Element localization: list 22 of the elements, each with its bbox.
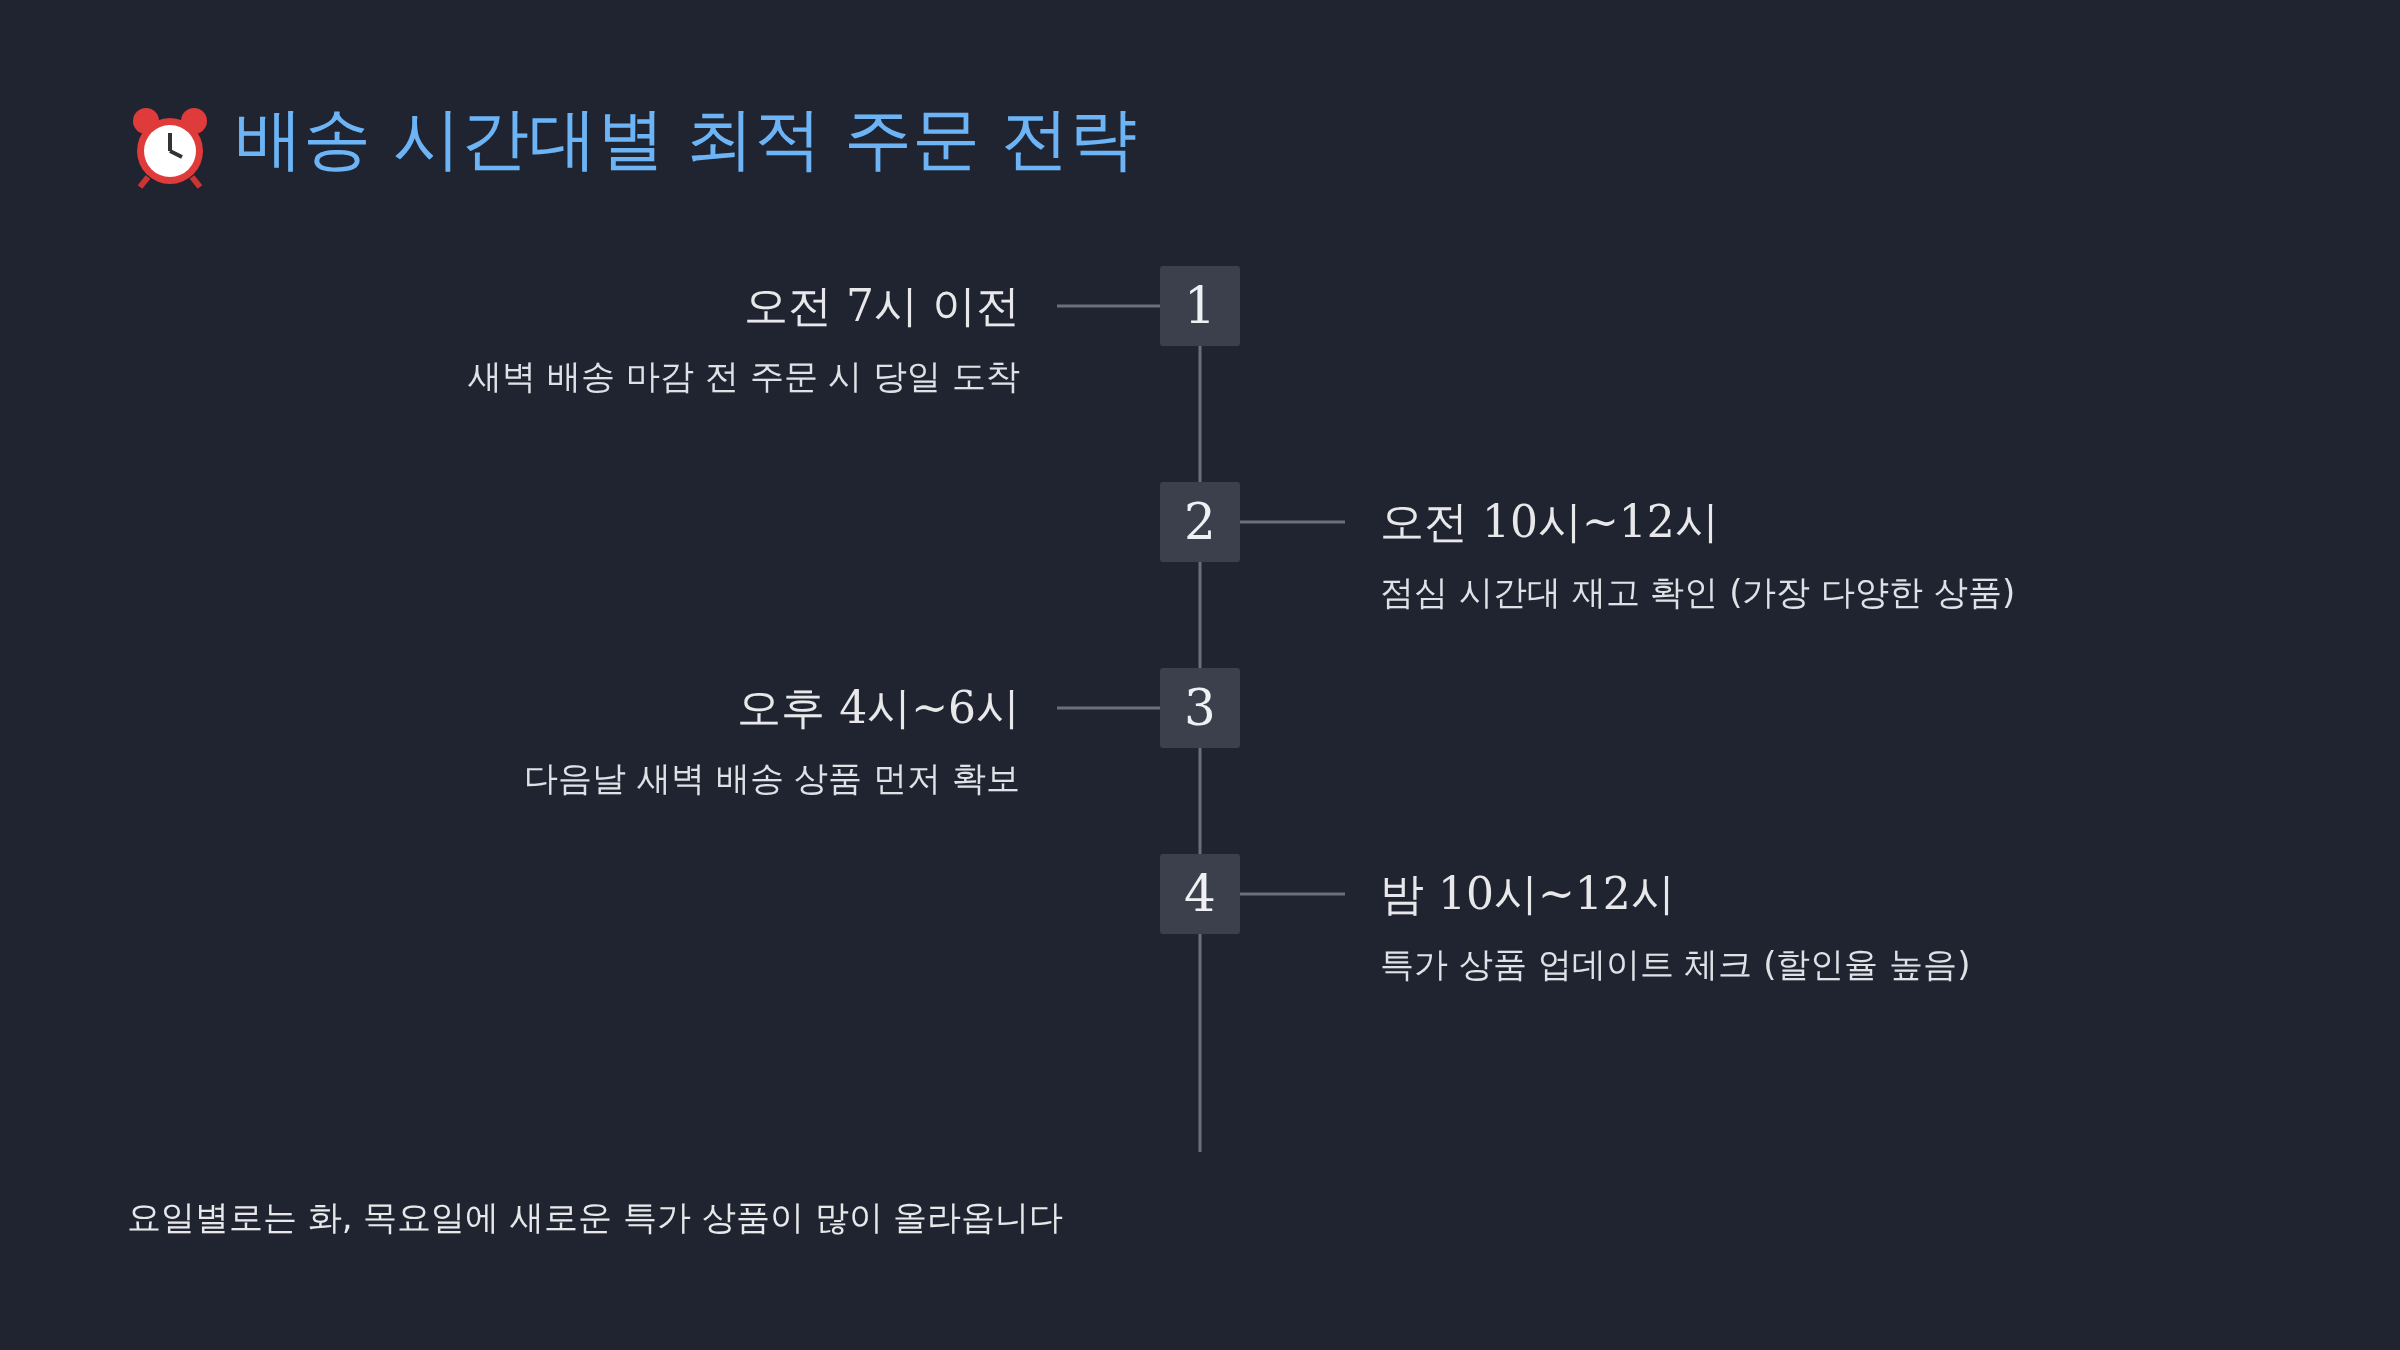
time-heading: 오후 4시~6시 (736, 681, 1020, 735)
connector-line (1198, 562, 1202, 668)
time-description: 새벽 배송 마감 전 주문 시 당일 도착 (468, 355, 1020, 398)
time-description: 점심 시간대 재고 확인 (가장 다양한 상품) (1380, 571, 2016, 614)
time-heading: 오전 7시 이전 (743, 279, 1020, 333)
connector-line (1198, 934, 1202, 1152)
step-number: 2 (1160, 482, 1240, 562)
time-heading: 밤 10시~12시 (1380, 867, 1676, 921)
time-description: 다음날 새벽 배송 상품 먼저 확보 (523, 757, 1020, 800)
connector-line (1198, 346, 1202, 482)
connector-line (1057, 304, 1160, 308)
step-number: 4 (1160, 854, 1240, 934)
connector-line (1240, 520, 1345, 524)
step-number: 3 (1160, 668, 1240, 748)
connector-line (1057, 706, 1160, 710)
step-number: 1 (1160, 266, 1240, 346)
title: 배송 시간대별 최적 주문 전략 (235, 98, 1138, 180)
time-description: 특가 상품 업데이트 체크 (할인율 높음) (1380, 943, 1971, 986)
connector-line (1240, 892, 1345, 896)
footnote: 요일별로는 화, 목요일에 새로운 특가 상품이 많이 올라옵니다 (127, 1196, 1064, 1239)
time-heading: 오전 10시~12시 (1380, 495, 1720, 549)
connector-line (1198, 748, 1202, 854)
